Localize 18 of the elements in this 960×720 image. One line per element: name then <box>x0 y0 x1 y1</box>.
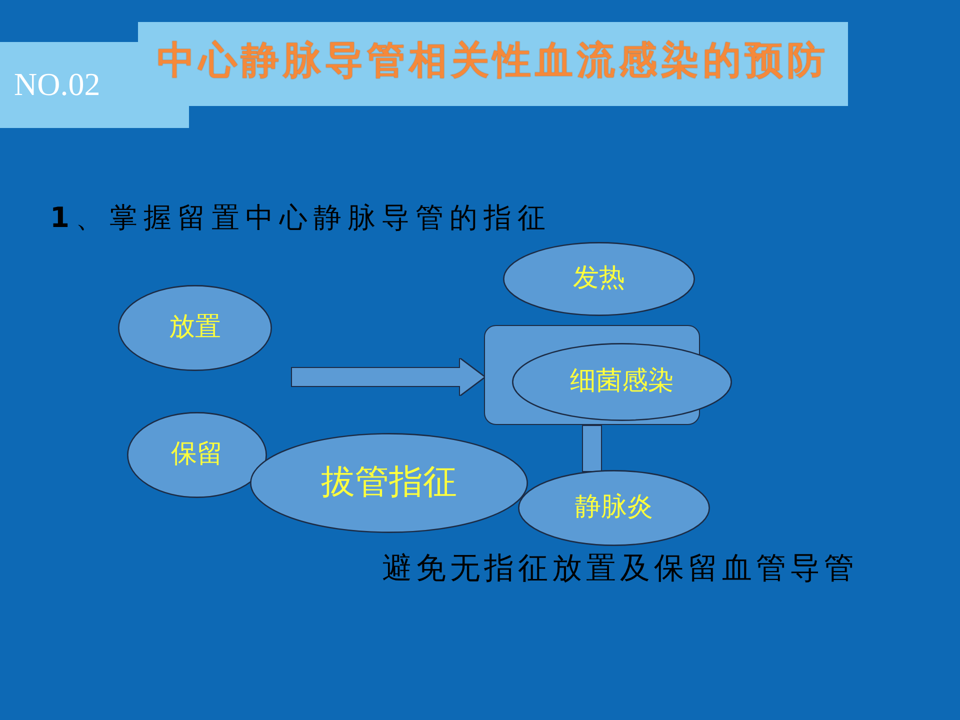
oval-node <box>518 470 710 546</box>
connector-bar <box>583 426 601 471</box>
node-label: 拔管指征 <box>321 463 457 503</box>
oval-node <box>503 242 695 316</box>
block-arrow <box>292 359 484 395</box>
oval-node <box>250 433 528 533</box>
node-label: 保留 <box>171 440 223 470</box>
oval-node <box>118 285 272 371</box>
oval-node <box>512 343 732 421</box>
node-label: 放置 <box>169 313 221 343</box>
summary-text: 避免无指征放置及保留血管导管 <box>382 550 858 588</box>
node-label: 发热 <box>573 264 625 294</box>
node-label: 细菌感染 <box>570 367 674 397</box>
slide-title: 中心静脉导管相关性血流感染的预防 <box>156 38 830 84</box>
section-number: NO.02 <box>14 66 100 103</box>
section-heading: 1、掌握留置中心静脉导管的指征 <box>50 200 552 235</box>
oval-node <box>127 412 267 498</box>
node-label: 静脉炎 <box>575 493 653 523</box>
